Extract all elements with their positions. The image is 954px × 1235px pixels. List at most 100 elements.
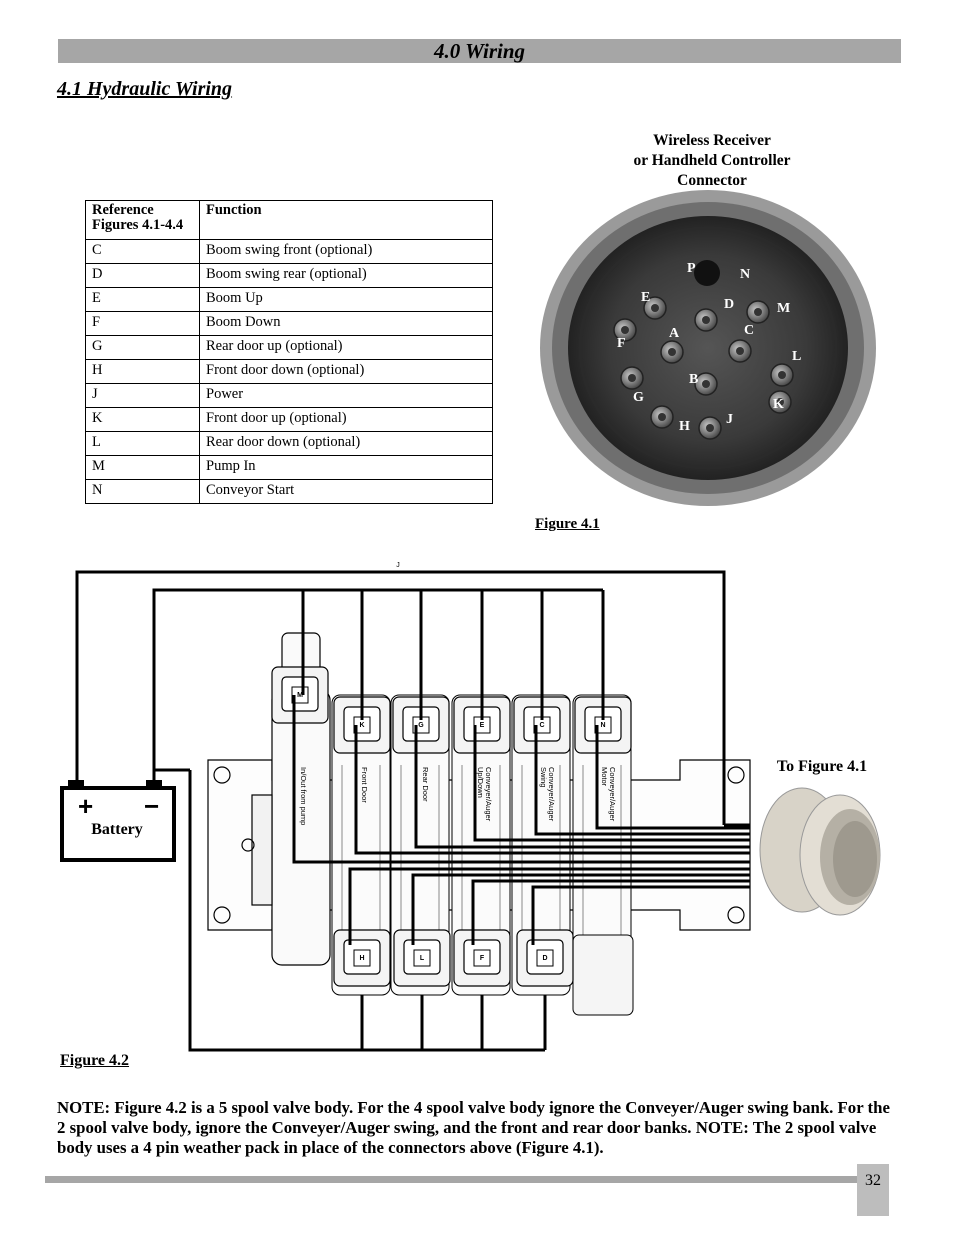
table-header-reference: Reference Figures 4.1-4.4 [85,200,200,240]
connector-pin-label: N [600,722,605,729]
header-bar: 4.0 Wiring [58,39,901,63]
connector-label: Wireless Receiver or Handheld Controller… [612,131,812,191]
connector-pin-label: M [297,692,303,699]
spool-label: Conveyer/AugerMotor [600,767,617,822]
pin-label-j: J [726,412,733,427]
pin-connector-m: M [271,666,329,724]
footer-bar [45,1176,857,1183]
to-figure-label: To Figure 4.1 [777,758,867,775]
table-cell-function: Power [199,383,493,408]
figure-4-1-caption: Figure 4.1 [535,516,600,532]
wires [75,570,750,1052]
connector-key-hole [694,260,720,286]
table-cell-function: Boom Down [199,311,493,336]
table-cell-function: Rear door down (optional) [199,431,493,456]
table-header-function: Function [199,200,493,240]
wire-top-bus [152,588,603,780]
pin-label-n: N [740,267,750,282]
harness-connector [759,787,881,916]
section-title: 4.1 Hydraulic Wiring [57,78,233,100]
wire-d-out [531,885,750,945]
wire-m-out [292,695,750,864]
wire-h-out [348,867,750,945]
top-connectors: M K G E C N [271,666,632,754]
spool-end-cap [572,934,634,1016]
table-cell-function: Boom swing front (optional) [199,239,493,264]
connector-face [568,216,848,480]
wire-ground [188,770,545,1052]
battery-plus: + [78,791,93,821]
spool-label: Conveyer/AugerSwing [539,767,556,822]
pin-connector-n: N [574,696,632,754]
table-cell-ref: E [85,287,200,312]
figure-4-2-caption: Figure 4.2 [60,1052,130,1069]
wire-n-out [595,725,750,830]
pin-connector-g: G [392,696,450,754]
pin-label-a: A [669,326,680,341]
battery: + − Battery [60,780,176,862]
table-cell-ref: K [85,407,200,432]
connector-pin-label: L [420,955,425,962]
spool-label: Conveyer/AugerUp/Down [476,767,493,822]
battery-label: Battery [91,821,143,838]
pin-label-p: P [687,261,696,276]
page-title: 4.0 Wiring [433,39,526,63]
wire-l-out [411,873,750,945]
pin-label-l: L [792,349,801,364]
table-cell-ref: G [85,335,200,360]
spool-bodies [331,694,634,1016]
pin-connector-d: D [516,929,574,987]
table-cell-ref: N [85,479,200,504]
spool-label: In/Out from pump [299,767,308,825]
wire-f-out [471,879,750,945]
pin-label-c: C [744,323,754,338]
spool-label: Front Door [360,767,369,803]
table-cell-function: Rear door up (optional) [199,335,493,360]
table-cell-ref: L [85,431,200,456]
table-cell-ref: D [85,263,200,288]
wire-j-power [75,570,726,825]
pin-label-g: G [633,390,644,405]
pin-label-e: E [641,290,650,305]
pin-label-d: D [724,297,734,312]
pin-label-f: F [617,336,626,351]
table-cell-function: Conveyor Start [199,479,493,504]
pin-connector-c: C [513,696,571,754]
note-text: NOTE: Figure 4.2 is a 5 spool valve body… [57,1098,890,1157]
connector-pin-label: C [539,722,544,729]
pin-label-h: H [679,419,690,434]
page-number-box: 32 [857,1164,889,1216]
connector-pin-label: E [480,722,485,729]
wire-j-label: J [396,562,400,569]
pin-label-b: B [689,372,698,387]
table-cell-function: Front door down (optional) [199,359,493,384]
pin-connector-h: H [333,929,391,987]
pin-label-k: K [773,397,784,412]
table-cell-ref: J [85,383,200,408]
pin-connector-f: F [453,929,511,987]
connector-pin-label: D [542,955,547,962]
pin-label-m: M [777,301,790,316]
connector-face-diagram: P N E D M A C F L B G K J H [540,190,876,506]
table-cell-function: Boom swing rear (optional) [199,263,493,288]
connector-label-line1: Wireless Receiver [653,132,771,149]
table-cell-ref: C [85,239,200,264]
connector-pin-label: H [359,955,364,962]
table-cell-ref: M [85,455,200,480]
connector-label-line2: or Handheld Controller [633,152,791,169]
connector-pins [613,296,794,440]
connector-pin-labels: P N E D M A C F L B G K J H [617,261,801,434]
table-cell-function: Pump In [199,455,493,480]
connector-pin-label: K [359,722,364,729]
